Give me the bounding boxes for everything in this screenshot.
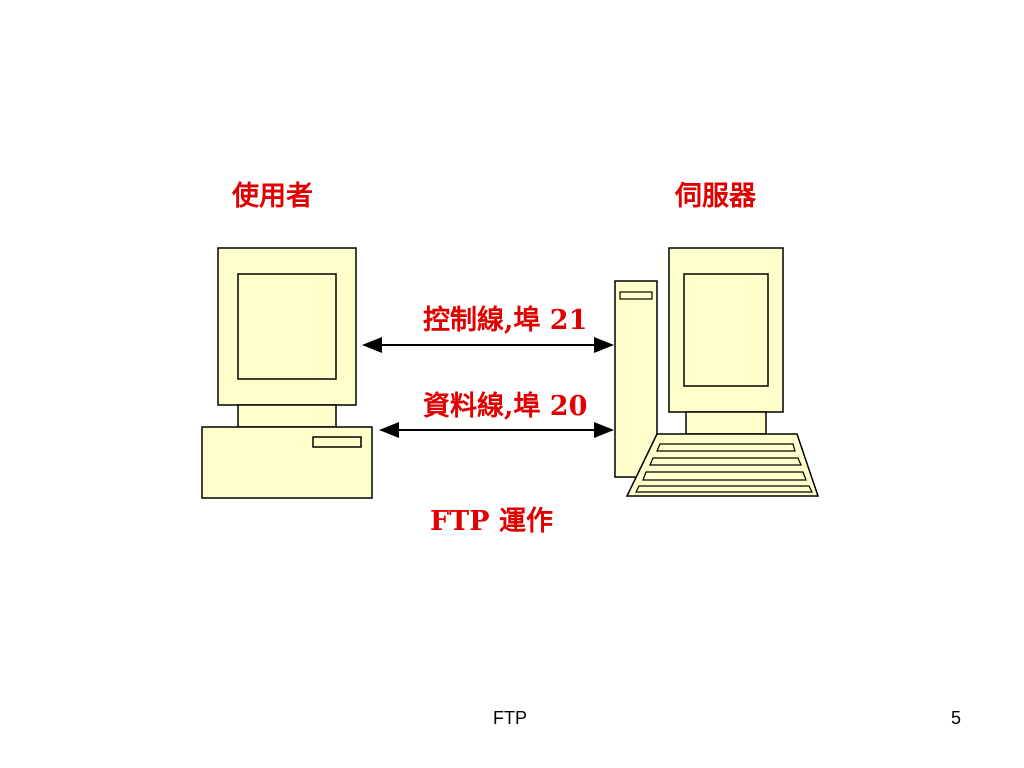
- control-connection-label: 控制線,埠 21: [423, 305, 588, 336]
- data-connection-label: 資料線,埠 20: [423, 391, 588, 422]
- user-label: 使用者: [232, 181, 313, 212]
- diagram-caption: FTP 運作: [430, 506, 553, 537]
- footer-title: FTP: [493, 708, 527, 728]
- page-number: 5: [951, 708, 962, 728]
- client-computer-icon: [201, 247, 373, 499]
- server-computer-icon: [614, 247, 820, 497]
- server-label: 伺服器: [675, 181, 756, 212]
